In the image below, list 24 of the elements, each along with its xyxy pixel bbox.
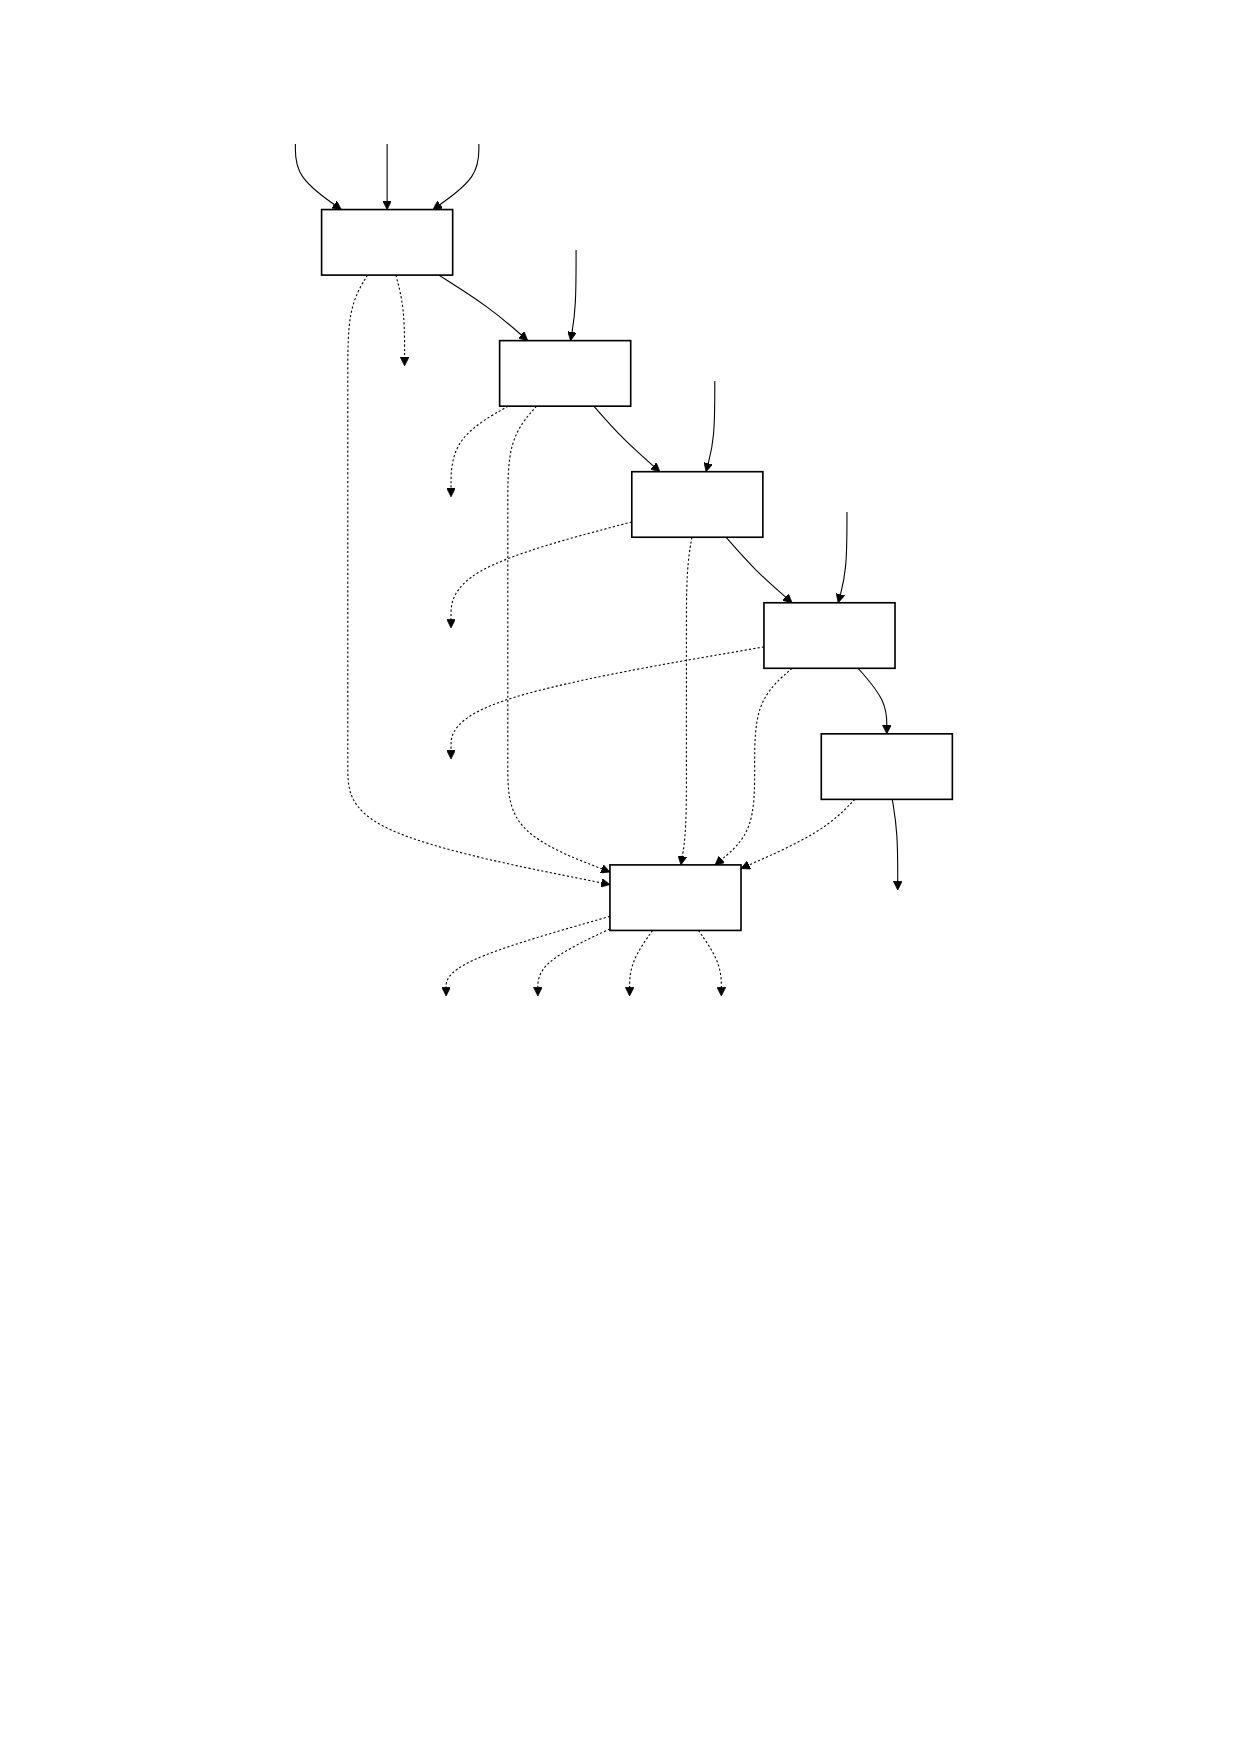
process-box xyxy=(763,601,896,670)
dashed-arrow xyxy=(740,798,856,870)
arrow xyxy=(294,143,342,210)
process-box xyxy=(498,339,632,407)
arrow xyxy=(891,798,903,891)
arrow xyxy=(593,405,661,473)
arrow xyxy=(857,667,892,735)
dashed-arrow xyxy=(677,536,693,866)
arrow xyxy=(835,511,848,604)
process-box xyxy=(630,470,764,539)
arrow xyxy=(725,536,793,604)
arrow xyxy=(382,143,392,210)
arrow xyxy=(432,143,480,210)
dashed-arrow xyxy=(697,929,727,997)
process-box xyxy=(320,208,454,276)
dashed-arrow xyxy=(624,929,654,997)
process-box xyxy=(609,864,742,932)
dashed-arrow xyxy=(714,667,793,866)
dashed-arrow xyxy=(395,274,410,367)
arrow xyxy=(567,249,577,342)
arrow xyxy=(703,380,716,473)
arrow xyxy=(438,274,529,342)
dashed-arrow xyxy=(533,928,611,997)
process-box xyxy=(820,733,954,801)
